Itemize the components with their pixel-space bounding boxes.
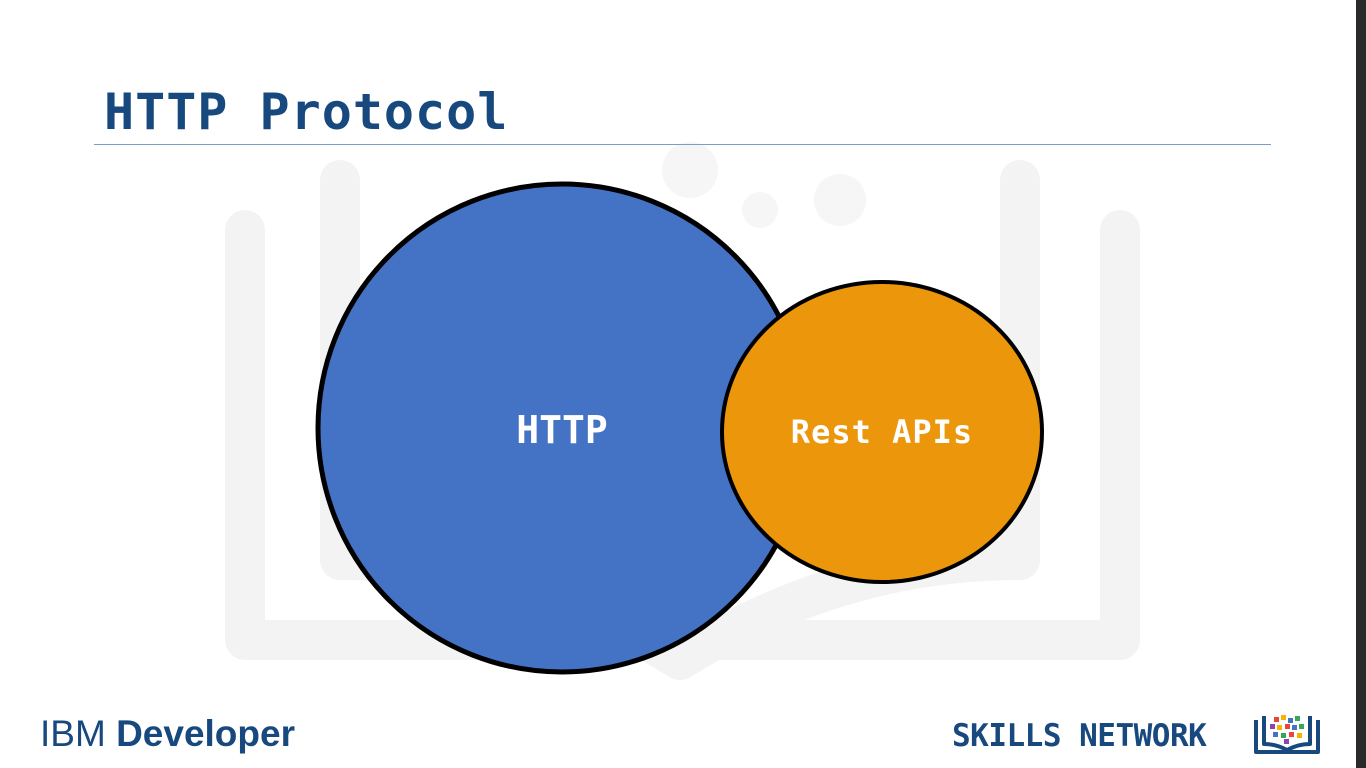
http-label: HTTP: [516, 408, 608, 452]
rest-apis-circle: [720, 280, 1044, 584]
title-divider: [94, 144, 1271, 145]
brand-prefix: IBM: [40, 713, 117, 754]
ibm-developer-logo: IBM Developer: [40, 712, 295, 756]
window-edge: [1356, 0, 1366, 768]
brand-name: Developer: [116, 713, 295, 754]
rest-apis-label: Rest APIs: [790, 413, 974, 451]
page-title: HTTP Protocol: [104, 83, 509, 141]
skills-network-book-icon: [1254, 715, 1320, 754]
skills-network-label: SKILLS NETWORK: [952, 718, 1207, 754]
